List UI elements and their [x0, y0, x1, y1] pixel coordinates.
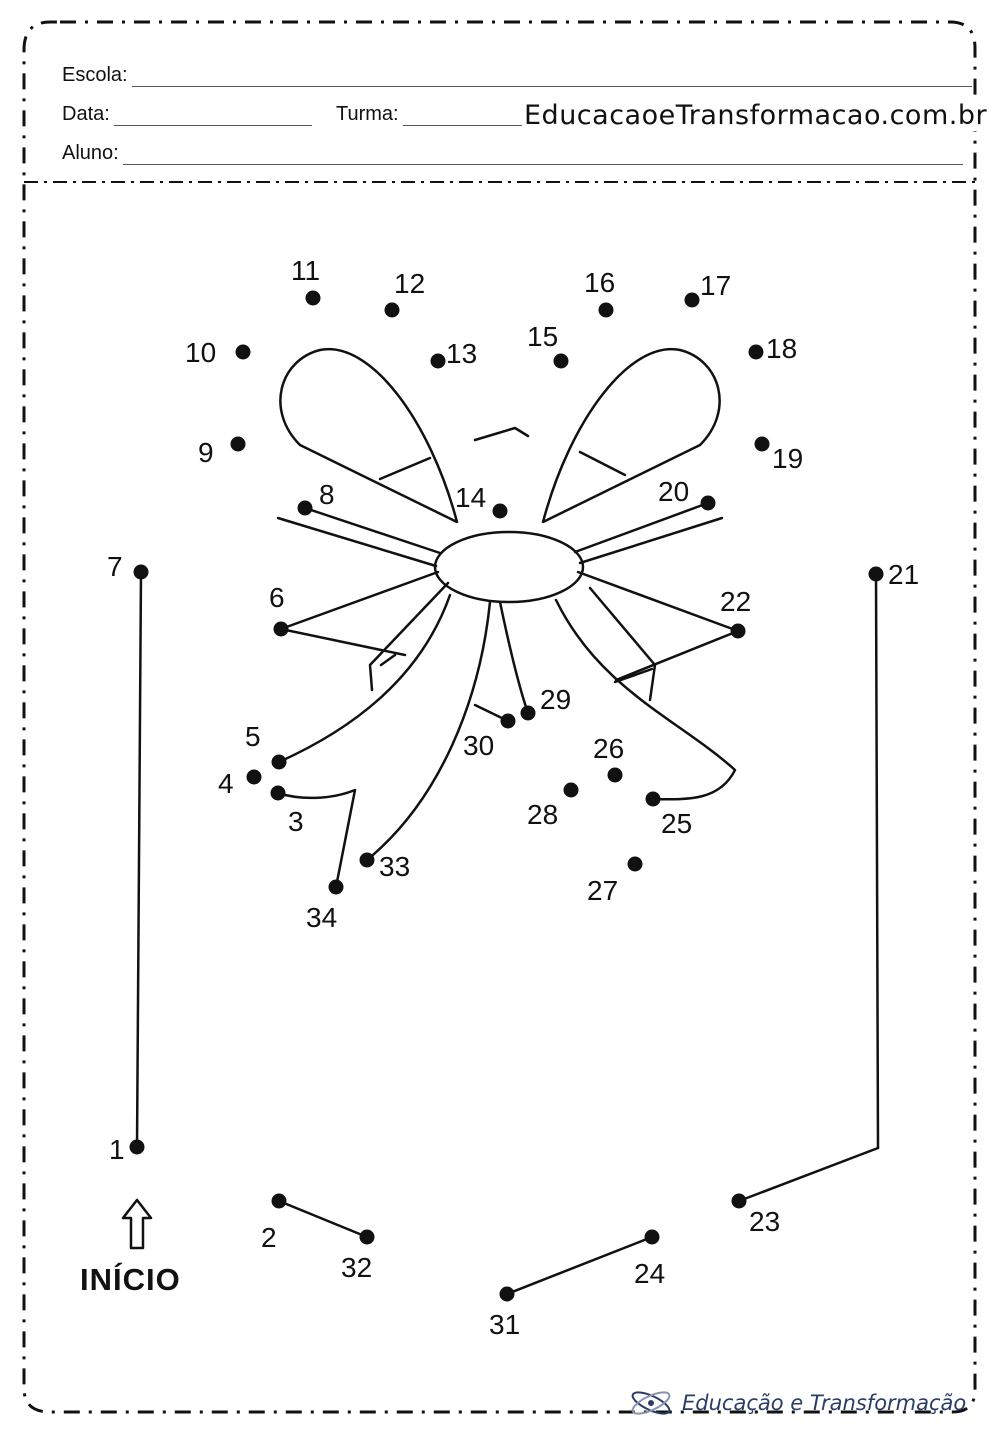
dot-7[interactable]: [133, 564, 149, 580]
dot-28[interactable]: [563, 782, 579, 798]
dot-31[interactable]: [499, 1286, 515, 1302]
dot-label-3: 3: [288, 806, 304, 837]
dot-label-10: 10: [185, 337, 216, 368]
dot-13[interactable]: [430, 353, 446, 369]
dot-3[interactable]: [270, 785, 286, 801]
school-line[interactable]: [131, 68, 972, 87]
dot-label-19: 19: [772, 443, 803, 474]
dot-label-12: 12: [394, 268, 425, 299]
site-url: EducacaoeTransformacao.com.br: [522, 100, 990, 131]
dot-8[interactable]: [297, 500, 313, 516]
date-field: Data:: [62, 103, 312, 126]
dot-10[interactable]: [235, 344, 251, 360]
dot-label-30: 30: [463, 730, 494, 761]
dot-18[interactable]: [748, 344, 764, 360]
dot-label-13: 13: [446, 338, 477, 369]
dot-27[interactable]: [627, 856, 643, 872]
dot-15[interactable]: [553, 353, 569, 369]
dot-26[interactable]: [607, 767, 623, 783]
student-label: Aluno:: [62, 142, 119, 164]
dot-label-4: 4: [218, 768, 234, 799]
dot-32[interactable]: [359, 1229, 375, 1245]
dot-label-29: 29: [540, 684, 571, 715]
dot-22[interactable]: [730, 623, 746, 639]
start-label: INÍCIO: [80, 1262, 181, 1297]
dot-label-8: 8: [319, 479, 335, 510]
dot-14[interactable]: [492, 503, 508, 519]
school-field: Escola:: [62, 64, 972, 87]
dot-label-28: 28: [527, 799, 558, 830]
dot-34[interactable]: [328, 879, 344, 895]
dot-4[interactable]: [246, 769, 262, 785]
class-label: Turma:: [336, 103, 399, 125]
dot-30[interactable]: [500, 713, 516, 729]
dot-label-17: 17: [700, 270, 731, 301]
student-line[interactable]: [122, 146, 963, 165]
dot-label-27: 27: [587, 875, 618, 906]
dot-9[interactable]: [230, 436, 246, 452]
dot-24[interactable]: [644, 1229, 660, 1245]
dot-label-9: 9: [198, 437, 214, 468]
dot-label-33: 33: [379, 851, 410, 882]
dot-label-31: 31: [489, 1309, 520, 1340]
footer-brand-text: Educação e Transformação: [682, 1391, 967, 1415]
dot-5[interactable]: [271, 754, 287, 770]
date-line[interactable]: [113, 107, 312, 126]
dot-label-24: 24: [634, 1258, 665, 1289]
dot-label-18: 18: [766, 333, 797, 364]
dot-19[interactable]: [754, 436, 770, 452]
dot-label-11: 11: [291, 255, 320, 286]
date-label: Data:: [62, 103, 110, 125]
dot-23[interactable]: [731, 1193, 747, 1209]
dot-label-20: 20: [658, 476, 689, 507]
dot-label-34: 34: [306, 902, 337, 933]
dot-label-5: 5: [245, 721, 261, 752]
atom-logo-icon: [631, 1391, 671, 1415]
dot-label-6: 6: [269, 582, 285, 613]
dot-label-7: 7: [107, 551, 123, 582]
dot-1[interactable]: [129, 1139, 145, 1155]
dot-16[interactable]: [598, 302, 614, 318]
dot-25[interactable]: [645, 791, 661, 807]
dot-label-23: 23: [749, 1206, 780, 1237]
dot-29[interactable]: [520, 705, 536, 721]
dot-21[interactable]: [868, 566, 884, 582]
dot-12[interactable]: [384, 302, 400, 318]
dot-33[interactable]: [359, 852, 375, 868]
dot-label-26: 26: [593, 733, 624, 764]
dot-label-16: 16: [584, 267, 615, 298]
dot-label-14: 14: [455, 482, 486, 513]
bow-outline: [135, 347, 880, 1296]
dot-label-22: 22: [720, 586, 751, 617]
dot-label-25: 25: [661, 808, 692, 839]
dot-label-32: 32: [341, 1252, 372, 1283]
dot-label-1: 1: [109, 1134, 125, 1165]
dot-2[interactable]: [271, 1193, 287, 1209]
dot-6[interactable]: [273, 621, 289, 637]
dot-label-2: 2: [261, 1222, 277, 1253]
up-arrow-icon: [121, 1198, 153, 1250]
dot-label-21: 21: [888, 559, 919, 590]
school-label: Escola:: [62, 64, 128, 86]
footer-brand[interactable]: Educação e Transformação: [628, 1386, 966, 1420]
student-field: Aluno:: [62, 142, 963, 165]
dot-label-15: 15: [527, 321, 558, 352]
dot-20[interactable]: [700, 495, 716, 511]
dot-17[interactable]: [684, 292, 700, 308]
dot-11[interactable]: [305, 290, 321, 306]
